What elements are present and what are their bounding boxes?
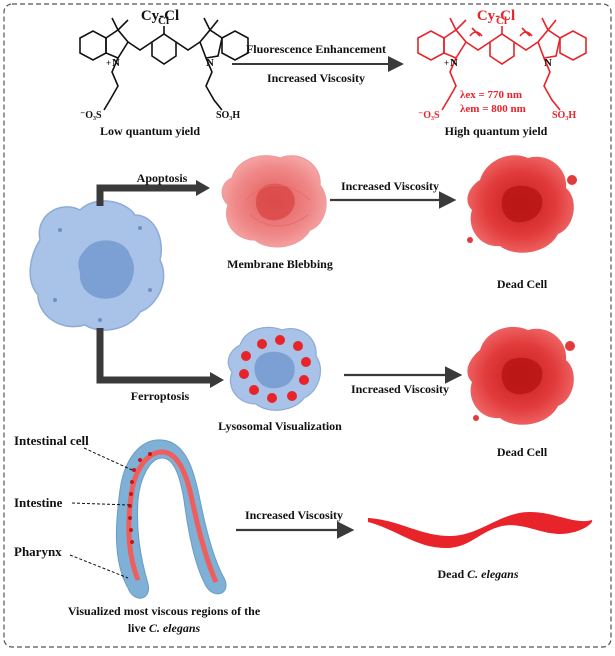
dead-cell-label-2: Dead Cell [497,445,548,459]
worm-caption-italic: C. elegans [149,621,201,635]
healthy-cell [29,200,165,331]
cl-label-left: Cl [158,15,169,27]
dead-cell-1 [467,155,577,253]
left-caption: Low quantum yield [100,124,200,138]
dead-worm-label-italic: C. elegans [467,567,519,581]
so3-label-left: ⁻O₃S [80,110,102,121]
probe-right-structure [417,17,587,111]
apoptosis-label: Apoptosis [137,171,188,185]
n-label-left-1: N [112,57,120,69]
dead-cell-2 [467,326,575,425]
probe-left-title: Cy-Cl [141,8,179,24]
pharynx-label: Pharynx [14,544,62,559]
lambda-em: λem = 800 nm [460,103,526,115]
plus-label-right: + [444,58,449,68]
viscosity-label-1: Increased Viscosity [341,179,439,193]
apoptosis-arrowhead [196,180,210,196]
probe-left-labels: Cl N N + ⁻O₃S SO₃H [80,15,240,121]
apoptosis-branch [96,184,196,206]
lysosomal-label: Lysosomal Visualization [218,419,342,433]
intestinal-cell-leader [83,447,133,471]
right-caption: High quantum yield [445,124,548,138]
so3-label-right: ⁻O₃S [418,110,440,121]
n-label-right-1: N [450,57,458,69]
ferroptosis-label: Ferroptosis [131,389,190,403]
viscosity-label-worm: Increased Viscosity [245,508,343,522]
dashed-border [3,3,612,648]
worm-caption-line2: live C. elegans [128,621,201,635]
so3h-label-left: SO₃H [216,110,240,121]
worm-caption-line1: Visualized most viscous regions of the [68,604,261,618]
live-worm [115,439,227,599]
blebbing-cell [221,155,327,248]
probe-left-structure [79,17,249,111]
plus-label-left: + [106,58,111,68]
arrow-label-bottom: Increased Viscosity [267,71,365,85]
cl-label-right: Cl [496,15,507,27]
pharynx-leader [69,554,129,579]
dead-worm-label: Dead C. elegans [437,567,518,581]
membrane-label: Membrane Blebbing [227,257,333,271]
arrow-label-top: Fluorescence Enhancement [246,42,386,56]
n-label-right-2: N [544,57,552,69]
lysosome-dots [239,335,311,403]
ferroptosis-branch [96,328,210,384]
ferroptosis-arrowhead [210,372,224,388]
lambda-ex: λex = 770 nm [460,89,522,101]
dead-cell-label-1: Dead Cell [497,277,548,291]
probe-right-title: Cy-Cl [477,8,515,24]
dead-worm [368,512,593,548]
lysosomal-cell [227,326,321,411]
intestine-label: Intestine [14,495,63,510]
n-label-left-2: N [206,57,214,69]
probe-right-labels: Cl N N + ⁻O₃S SO₃H [418,15,576,121]
dead-worm-label-prefix: Dead [437,567,467,581]
worm-caption-prefix: live [128,621,149,635]
so3h-label-right: SO₃H [552,110,576,121]
viscosity-label-2: Increased Viscosity [351,382,449,396]
intestinal-cell-label: Intestinal cell [14,433,89,448]
